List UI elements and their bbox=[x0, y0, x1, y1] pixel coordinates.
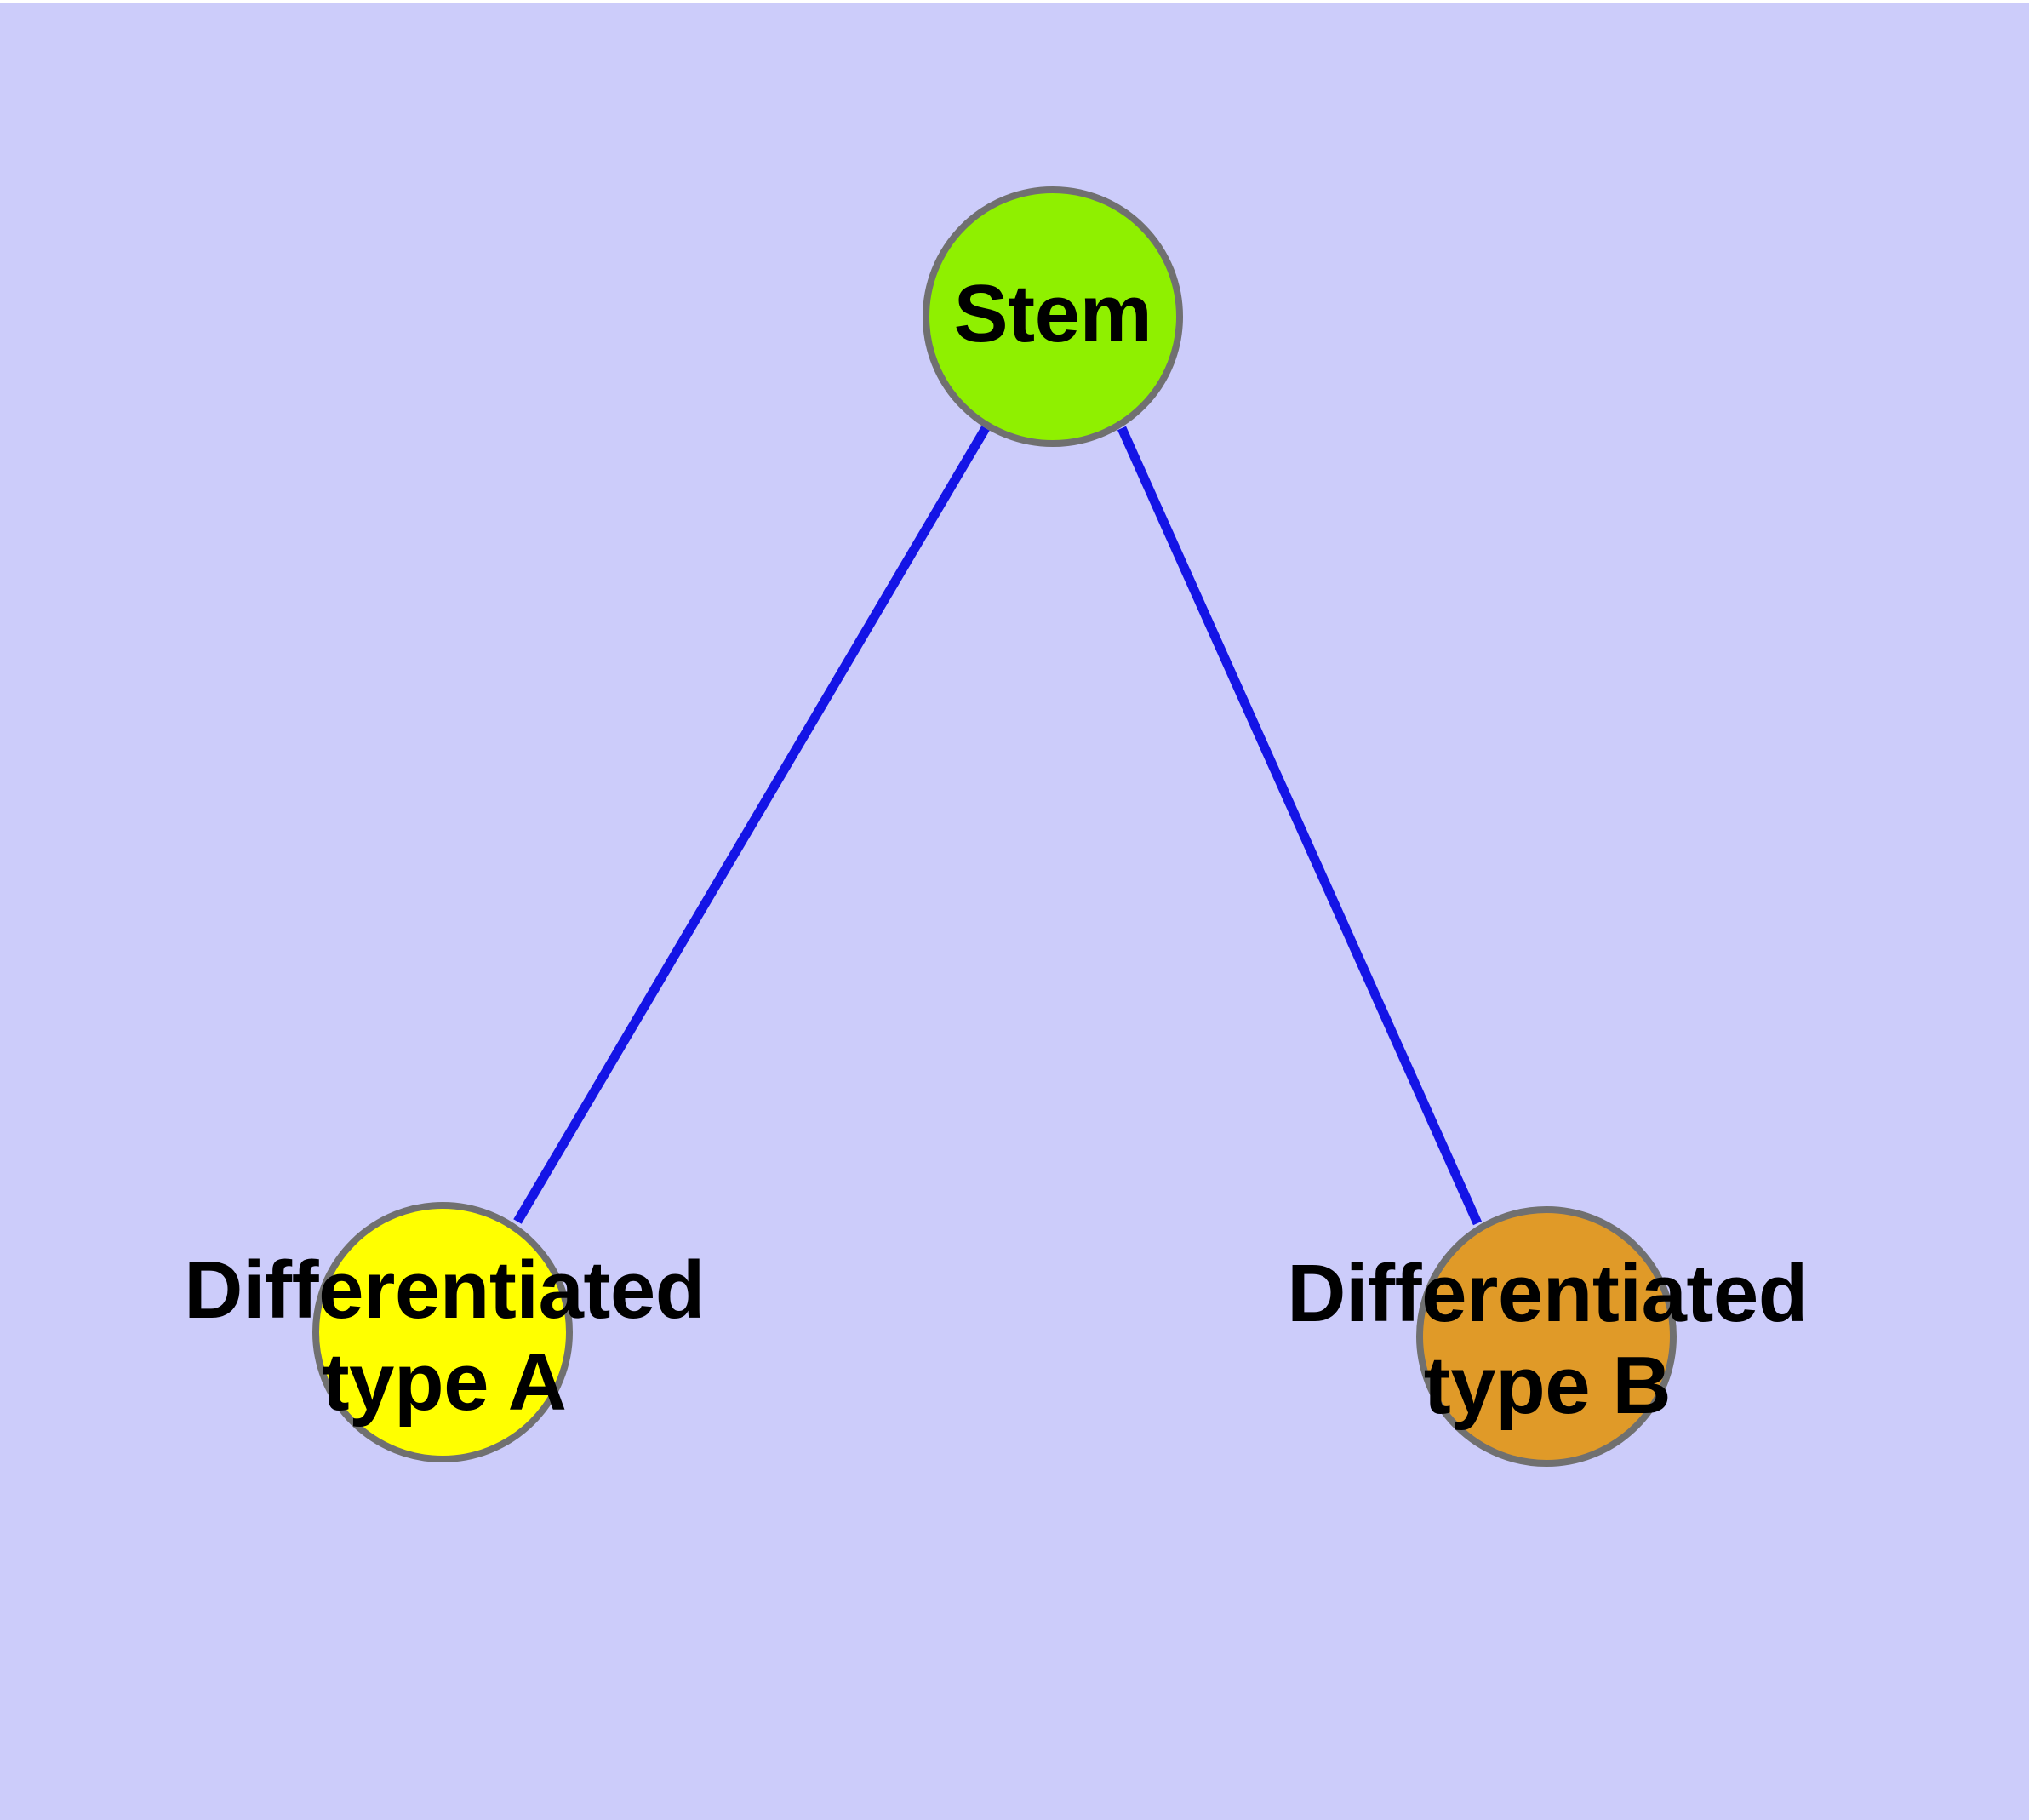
node-stem[interactable] bbox=[923, 186, 1183, 447]
node-layer bbox=[312, 186, 1677, 1467]
edge-stem-to-differentiated-type-a bbox=[513, 426, 990, 1224]
node-differentiated-type-a[interactable] bbox=[312, 1202, 573, 1462]
edge-layer bbox=[513, 426, 1483, 1226]
edge-stem-to-differentiated-type-b bbox=[1117, 426, 1483, 1226]
node-differentiated-type-b[interactable] bbox=[1416, 1206, 1677, 1467]
